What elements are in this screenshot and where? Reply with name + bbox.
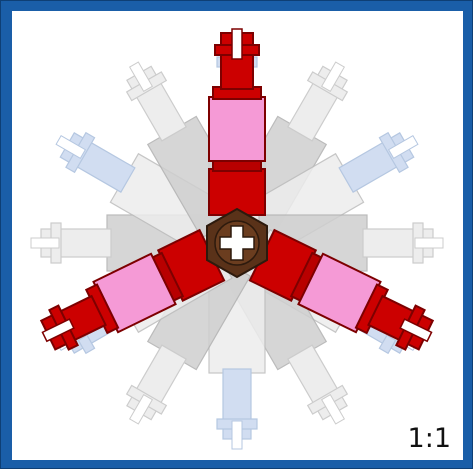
scale-label: 1:1: [408, 423, 451, 454]
connector-diagram: [12, 11, 463, 460]
diagram-panel: 1:1: [12, 11, 463, 460]
